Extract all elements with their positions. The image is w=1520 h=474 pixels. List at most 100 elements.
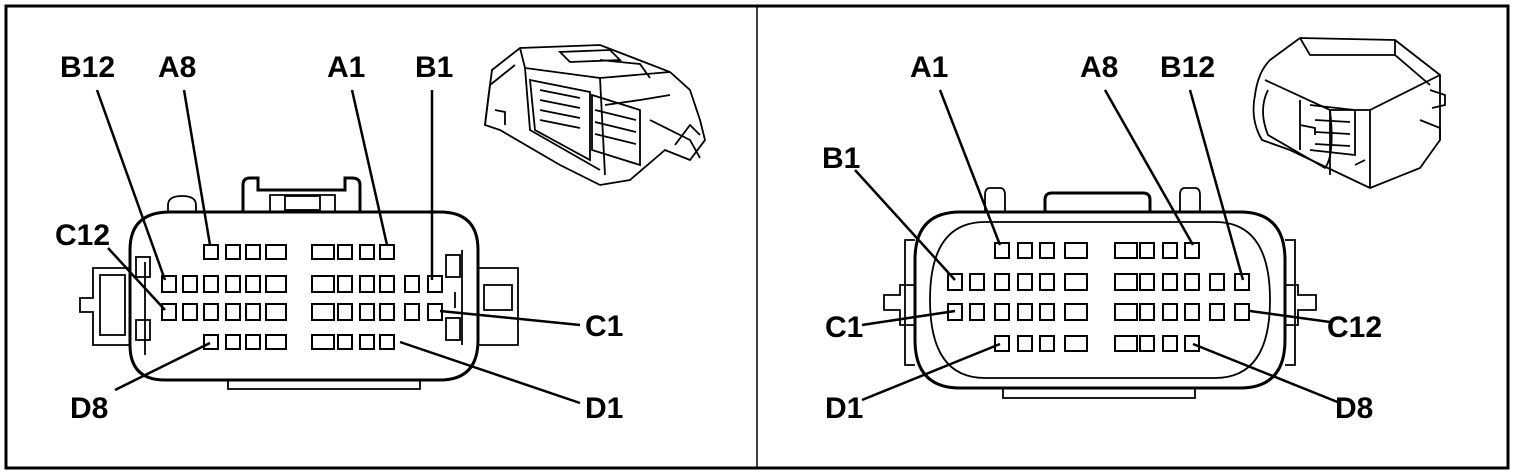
pin-cavity bbox=[182, 303, 198, 321]
pin-cavity bbox=[161, 303, 177, 321]
pin-cavity bbox=[404, 275, 420, 293]
pin-cavity bbox=[311, 244, 335, 260]
pin-cavity bbox=[359, 303, 375, 321]
label-a8-right: A8 bbox=[1080, 51, 1118, 84]
pin-cavity bbox=[1064, 303, 1088, 321]
leader-b1-right bbox=[854, 169, 956, 281]
pin-cavity bbox=[359, 244, 375, 260]
pin-cavity bbox=[1234, 303, 1250, 321]
label-b1-right: B1 bbox=[822, 142, 860, 175]
pin-cavity bbox=[1209, 273, 1225, 291]
pin-cavity bbox=[1184, 335, 1200, 352]
pin-cavity bbox=[1114, 242, 1138, 259]
pin-cavity bbox=[203, 275, 219, 293]
leader-d8-left bbox=[114, 341, 211, 392]
leader-b12-left bbox=[95, 89, 167, 281]
pin-cavity bbox=[427, 275, 443, 293]
pin-cavity bbox=[1162, 242, 1178, 259]
pin-cavity bbox=[969, 303, 985, 321]
pin-cavity bbox=[1139, 303, 1155, 321]
pin-cavity bbox=[1162, 303, 1178, 321]
pin-cavity bbox=[265, 275, 287, 293]
right-connector-body bbox=[913, 210, 1287, 390]
right-connector-view bbox=[883, 187, 1317, 399]
pin-cavity bbox=[1162, 335, 1178, 352]
pin-cavity bbox=[1184, 273, 1200, 291]
pin-cavity bbox=[225, 334, 241, 350]
leader-a8-right bbox=[1103, 89, 1195, 246]
pin-cavity bbox=[245, 334, 261, 350]
pin-cavity bbox=[311, 303, 335, 321]
pin-cavity bbox=[1017, 335, 1033, 352]
right-connector-shroud bbox=[929, 221, 1271, 379]
pin-cavity bbox=[337, 303, 353, 321]
pin-cavity bbox=[1209, 303, 1225, 321]
leader-d8-right bbox=[1192, 342, 1341, 405]
pin-cavity bbox=[311, 334, 335, 350]
pin-cavity bbox=[1064, 335, 1088, 352]
right-top-tab bbox=[1043, 191, 1152, 212]
pin-cavity bbox=[1114, 273, 1138, 291]
left-pin-grid bbox=[161, 244, 443, 350]
pin-cavity bbox=[265, 334, 287, 350]
pin-cavity bbox=[379, 303, 395, 321]
pin-cavity bbox=[1039, 242, 1055, 259]
leader-c12-left bbox=[107, 247, 166, 311]
leader-d1-right bbox=[861, 342, 1001, 402]
pin-cavity bbox=[1017, 273, 1033, 291]
pin-cavity bbox=[1064, 273, 1088, 291]
pin-cavity bbox=[337, 275, 353, 293]
pin-cavity bbox=[379, 275, 395, 293]
label-a1-left: A1 bbox=[327, 51, 365, 84]
pin-cavity bbox=[225, 303, 241, 321]
pin-cavity bbox=[969, 273, 985, 291]
label-a1-right: A1 bbox=[910, 51, 948, 84]
label-b1-left: B1 bbox=[415, 51, 453, 84]
pin-cavity bbox=[337, 334, 353, 350]
pin-cavity bbox=[379, 334, 395, 350]
label-b12-left: B12 bbox=[60, 51, 115, 84]
pin-cavity bbox=[994, 242, 1010, 259]
label-c1-left: C1 bbox=[585, 310, 623, 343]
leader-a1-right bbox=[938, 89, 1002, 246]
pin-cavity bbox=[359, 275, 375, 293]
pin-cavity bbox=[1139, 335, 1155, 352]
pin-cavity bbox=[265, 244, 287, 260]
pin-cavity bbox=[1139, 273, 1155, 291]
pin-cavity bbox=[203, 334, 219, 350]
right-pin-grid bbox=[947, 242, 1250, 352]
label-d8-left: D8 bbox=[70, 392, 108, 425]
left-connector-view bbox=[79, 176, 519, 390]
pin-cavity bbox=[404, 303, 420, 321]
pin-cavity bbox=[1039, 273, 1055, 291]
leader-a8-left bbox=[182, 89, 212, 246]
right-connector-inset-illustration bbox=[1252, 37, 1446, 189]
pin-cavity bbox=[1039, 335, 1055, 352]
leader-c1-left bbox=[439, 309, 581, 327]
pin-cavity bbox=[359, 334, 375, 350]
pin-cavity bbox=[1017, 303, 1033, 321]
label-c1-right: C1 bbox=[825, 311, 863, 344]
pin-cavity bbox=[994, 335, 1010, 352]
pin-cavity bbox=[1017, 242, 1033, 259]
pin-cavity bbox=[1114, 335, 1138, 352]
pin-cavity bbox=[245, 275, 261, 293]
label-d1-right: D1 bbox=[825, 392, 863, 425]
leader-d1-left bbox=[399, 340, 581, 405]
pin-cavity bbox=[245, 303, 261, 321]
label-d8-right: D8 bbox=[1335, 392, 1373, 425]
pin-cavity bbox=[311, 275, 335, 293]
pin-cavity bbox=[265, 303, 287, 321]
pin-cavity bbox=[203, 244, 219, 260]
left-connector-inset-illustration bbox=[484, 44, 706, 186]
pin-cavity bbox=[225, 244, 241, 260]
leader-a1-left bbox=[350, 89, 389, 246]
pin-cavity bbox=[1162, 273, 1178, 291]
pin-cavity bbox=[994, 303, 1010, 321]
pin-cavity bbox=[203, 303, 219, 321]
leader-c12-right bbox=[1249, 309, 1331, 324]
left-connector-body bbox=[128, 210, 480, 382]
pin-cavity bbox=[225, 275, 241, 293]
label-c12-left: C12 bbox=[55, 219, 110, 252]
